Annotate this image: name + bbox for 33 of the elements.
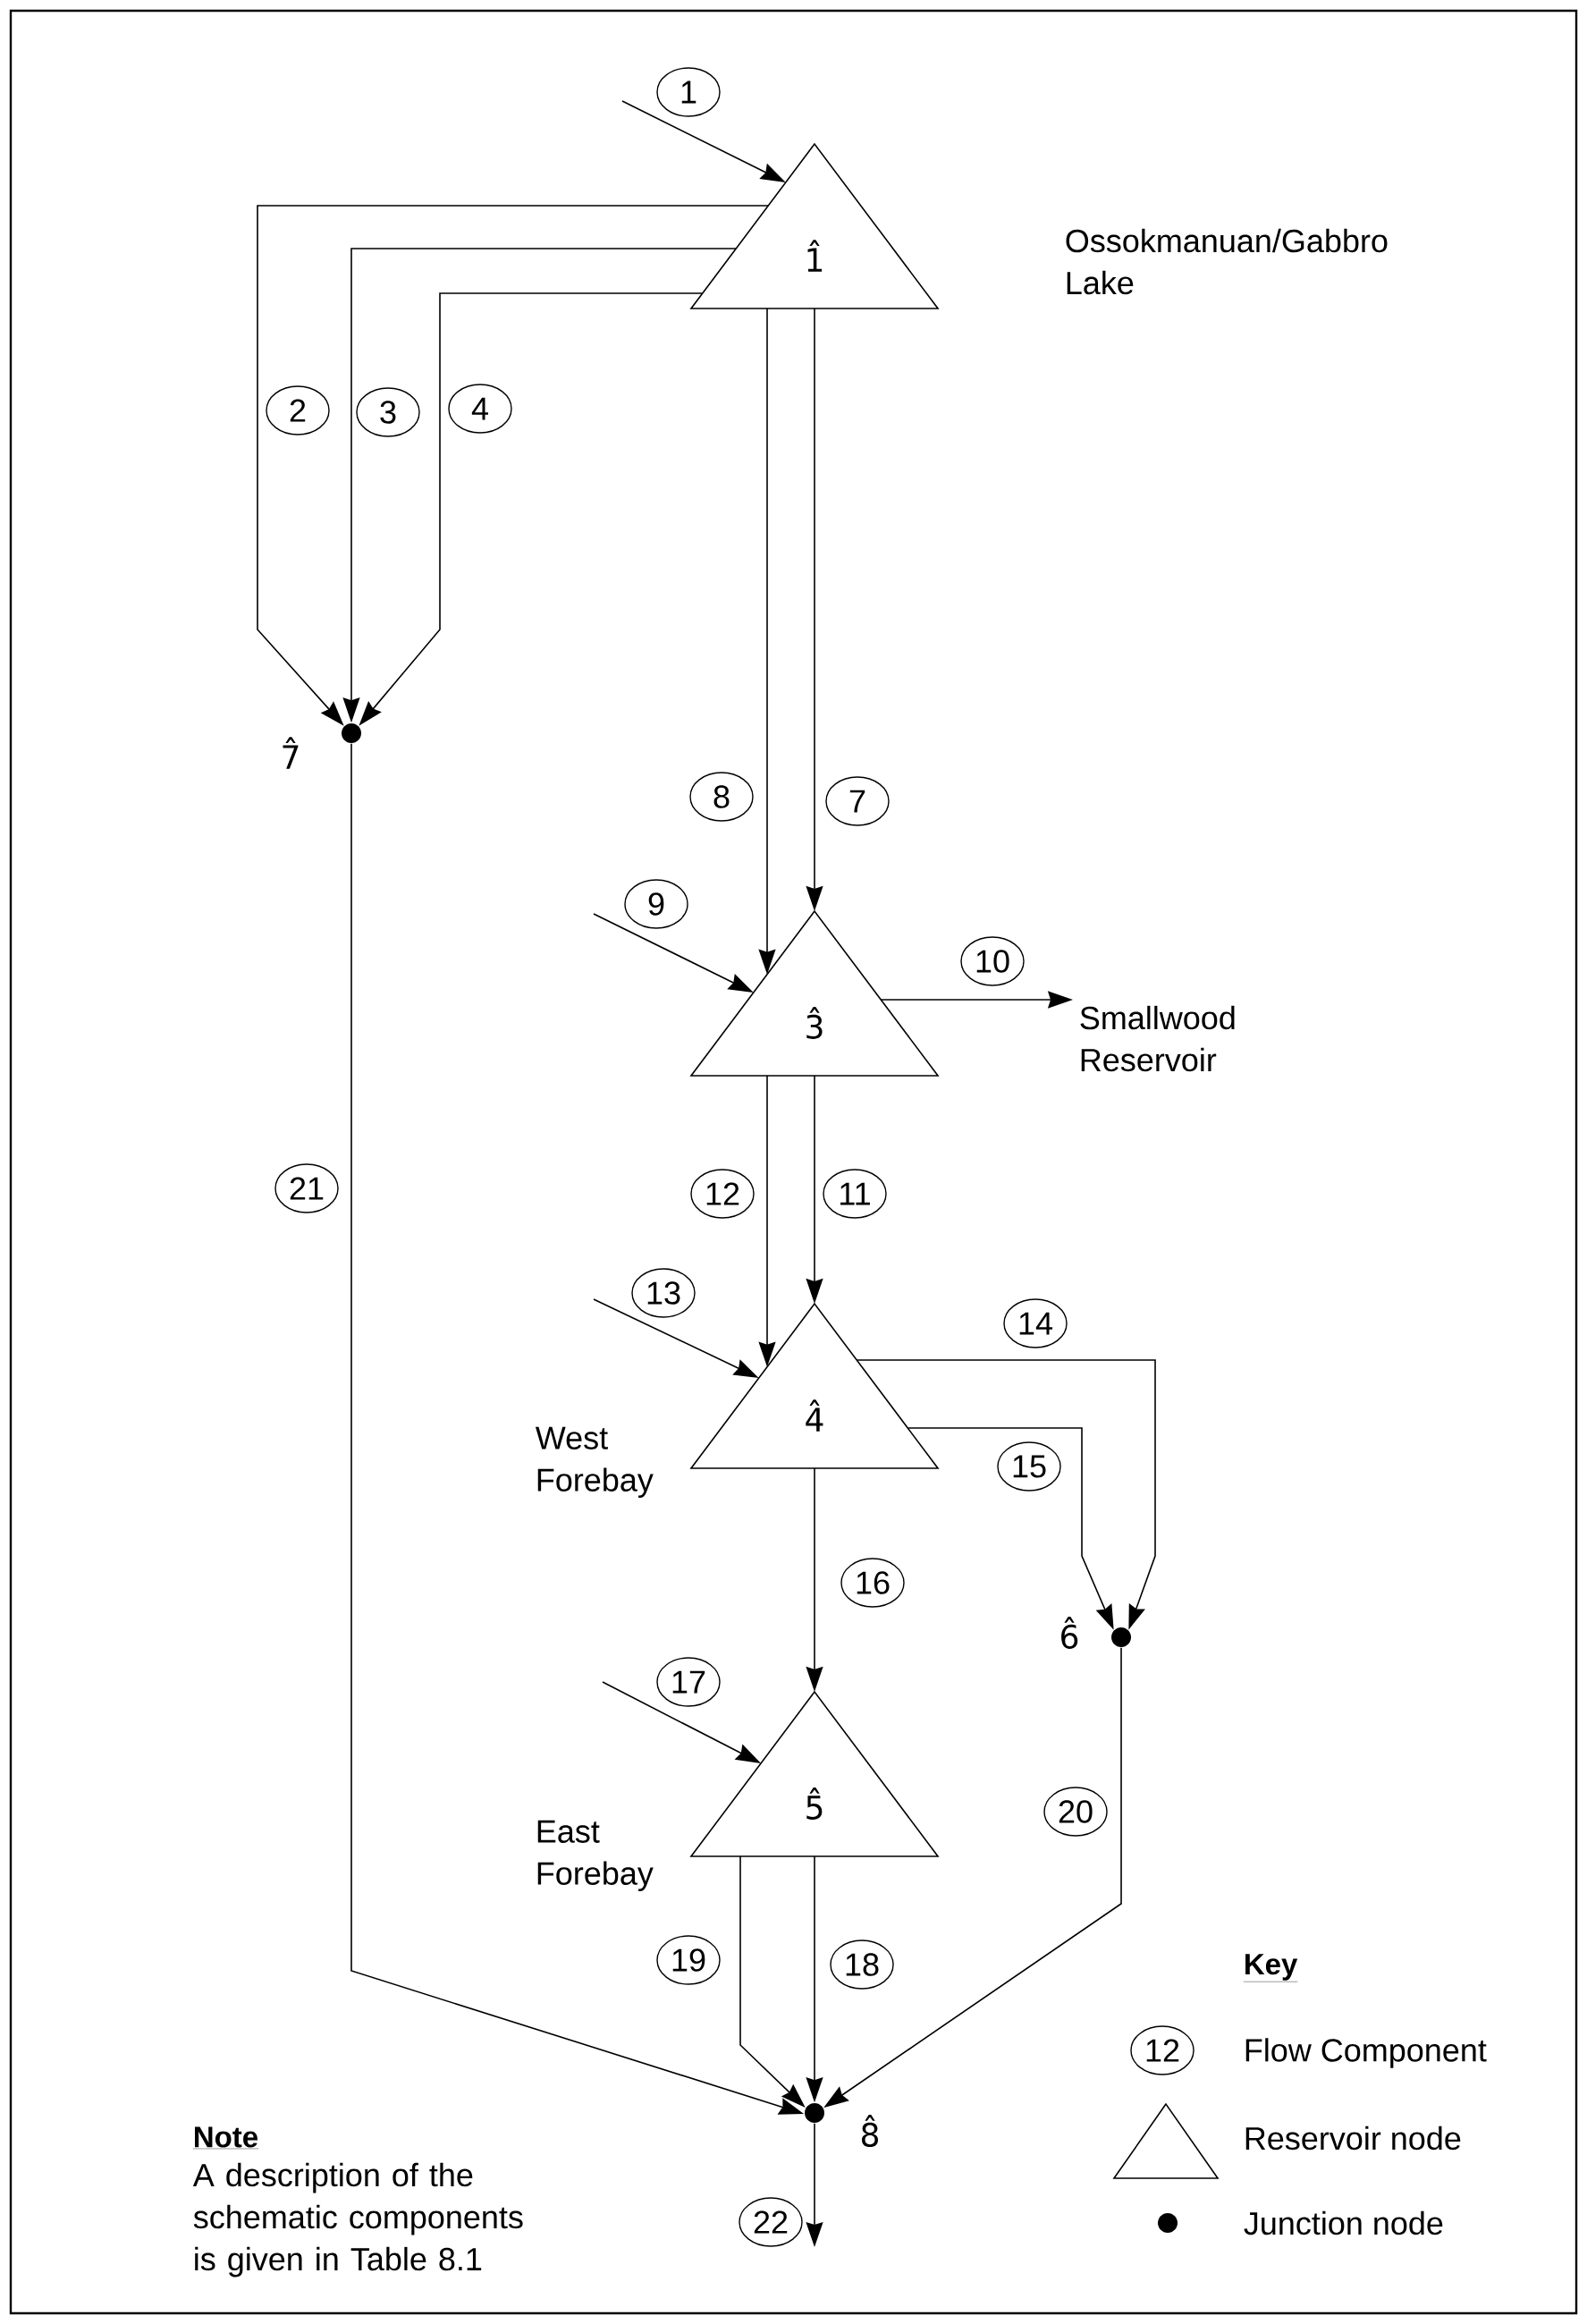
key-heading: Key [1243,1954,1298,1982]
flow-number: 21 [274,1163,339,1213]
flow-number: 4 [448,384,512,434]
flow-number: 1 [656,67,721,117]
flow-number: 18 [830,1939,894,1990]
reservoir-name: West Forebay [535,1426,654,1499]
flow-number: 7 [825,776,890,826]
destination-label: Smallwood Reservoir [1080,1005,1235,1072]
flow-number: 16 [840,1558,905,1608]
node-label: 8̂ [862,2115,878,2147]
note-heading: Note [192,2126,259,2150]
node-label: 7̂ [283,737,299,769]
flow-number: 15 [997,1441,1061,1492]
reservoir-name: East Forebay [537,1820,654,1892]
flow-number: 12 [690,1169,755,1219]
reservoir-name: Ossokmanuan/Gabbro Lake [1066,228,1388,295]
legend-label: Junction node [1244,2210,1443,2235]
flow-number: 9 [624,879,688,929]
flow-number: 20 [1043,1787,1108,1837]
node-label: 6̂ [1061,1617,1078,1649]
flow-number: 10 [960,936,1025,986]
legend-label: Flow Component [1245,2038,1487,2068]
flow-number: 3 [356,387,420,437]
flow-number: 8 [689,772,754,822]
flow-number: 19 [656,1935,721,1985]
flow-number: 13 [631,1268,696,1318]
flow-number: 17 [656,1657,721,1707]
flow-number: 14 [1003,1298,1068,1348]
flow-number: 2 [266,385,330,435]
flow-number: 11 [823,1169,887,1219]
flow-number: 22 [739,2197,803,2247]
note-text: A description of the schematic components is given in Table 8.1 [192,2162,523,2278]
legend-label: Reservoir node [1245,2125,1461,2151]
